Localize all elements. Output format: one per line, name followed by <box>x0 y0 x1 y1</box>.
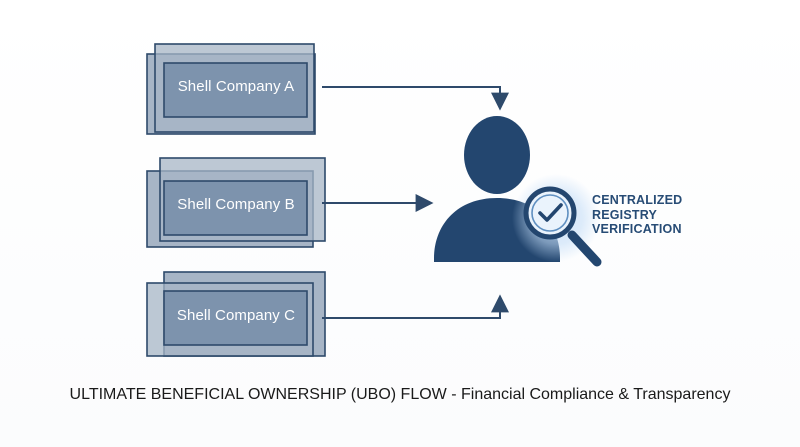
magnifier-check-icon <box>512 174 602 267</box>
shell-company-b-box <box>146 157 326 248</box>
registry-label-line-2: REGISTRY <box>592 207 658 222</box>
shell-company-a-box <box>146 43 316 135</box>
shell-company-b-label: Shell Company B <box>177 196 295 213</box>
registry-label-line-1: CENTRALIZED <box>592 193 683 207</box>
registry-label-line-3: VERIFICATION <box>592 222 682 236</box>
registry-verification-label: CENTRALIZED REGISTRY VERIFICATION <box>592 193 742 237</box>
diagram-caption: ULTIMATE BENEFICIAL OWNERSHIP (UBO) FLOW… <box>69 386 731 403</box>
shell-company-c-label: Shell Company C <box>176 307 296 324</box>
shell-company-c-box <box>146 271 326 357</box>
arrow-c-to-owner <box>322 294 509 319</box>
shell-company-a-label: Shell Company A <box>177 78 295 95</box>
arrow-a-to-owner <box>322 86 509 111</box>
